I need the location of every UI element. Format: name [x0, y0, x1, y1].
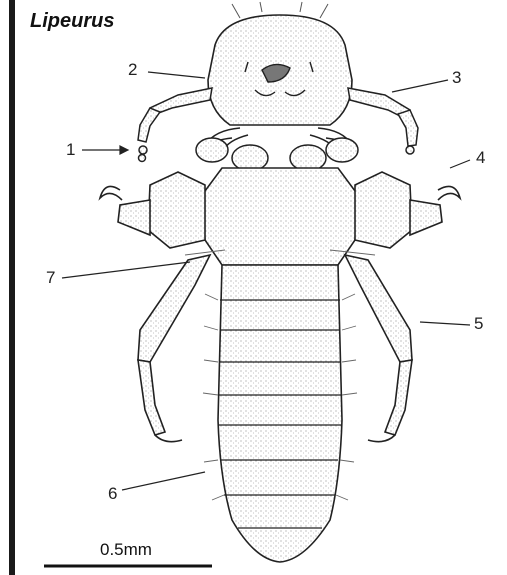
label-2: 2 [128, 60, 137, 80]
label-1: 1 [66, 140, 75, 160]
right-hindleg [345, 255, 412, 442]
label-6: 6 [108, 484, 117, 504]
right-foreleg [355, 172, 460, 248]
label-4: 4 [476, 148, 485, 168]
left-hindleg [138, 255, 210, 442]
label-7: 7 [46, 268, 55, 288]
abdomen [218, 265, 342, 562]
left-foreleg [100, 172, 205, 248]
label-3: 3 [452, 68, 461, 88]
scale-bar-label: 0.5mm [100, 540, 152, 560]
right-antenna [348, 88, 418, 154]
label-5: 5 [474, 314, 483, 334]
coxae [196, 138, 358, 171]
